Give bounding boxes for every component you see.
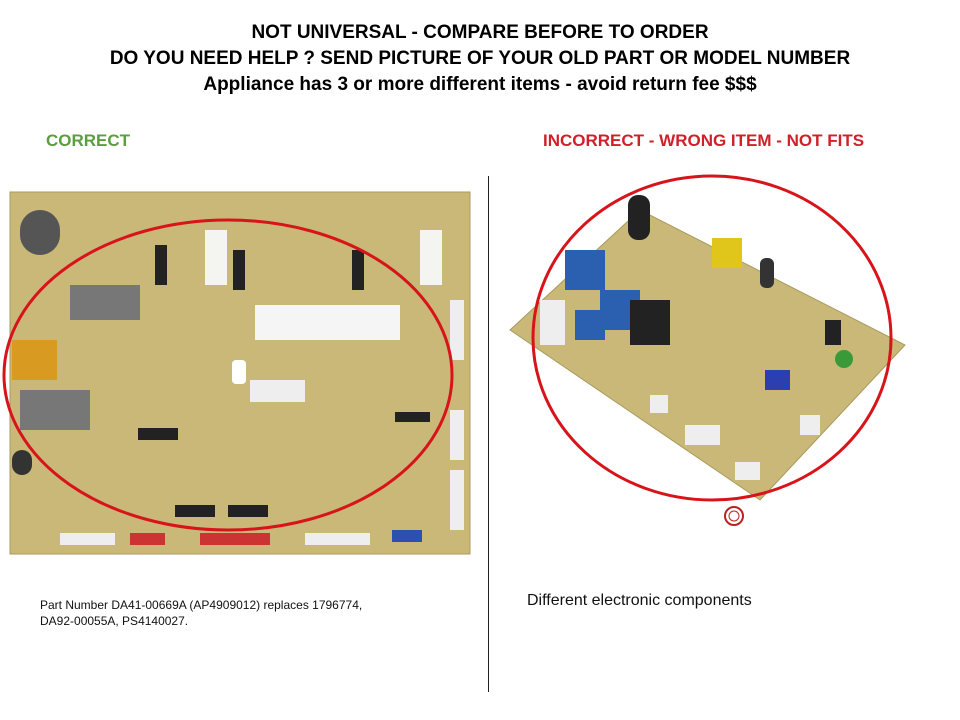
header-line-1: NOT UNIVERSAL - COMPARE BEFORE TO ORDER <box>251 22 709 43</box>
divider-line <box>488 176 489 692</box>
incorrect-caption: Different electronic components <box>527 592 752 609</box>
caption-line-2: DA92-00055A, PS4140027. <box>40 614 189 628</box>
incorrect-highlight-circle <box>531 174 893 502</box>
incorrect-label: INCORRECT - WRONG ITEM - NOT FITS <box>543 131 865 150</box>
compliance-mark-icon <box>724 506 744 526</box>
correct-highlight-circle <box>2 218 454 532</box>
header-line-3: Appliance has 3 or more different items … <box>203 74 757 95</box>
caption-line-1: Part Number DA41-00669A (AP4909012) repl… <box>40 598 363 612</box>
incorrect-board-image <box>509 195 906 501</box>
correct-label: CORRECT <box>46 131 131 150</box>
part-number-caption: Part Number DA41-00669A (AP4909012) repl… <box>40 597 362 629</box>
correct-board-image <box>9 191 471 555</box>
header-line-2: DO YOU NEED HELP ? SEND PICTURE OF YOUR … <box>109 48 851 69</box>
